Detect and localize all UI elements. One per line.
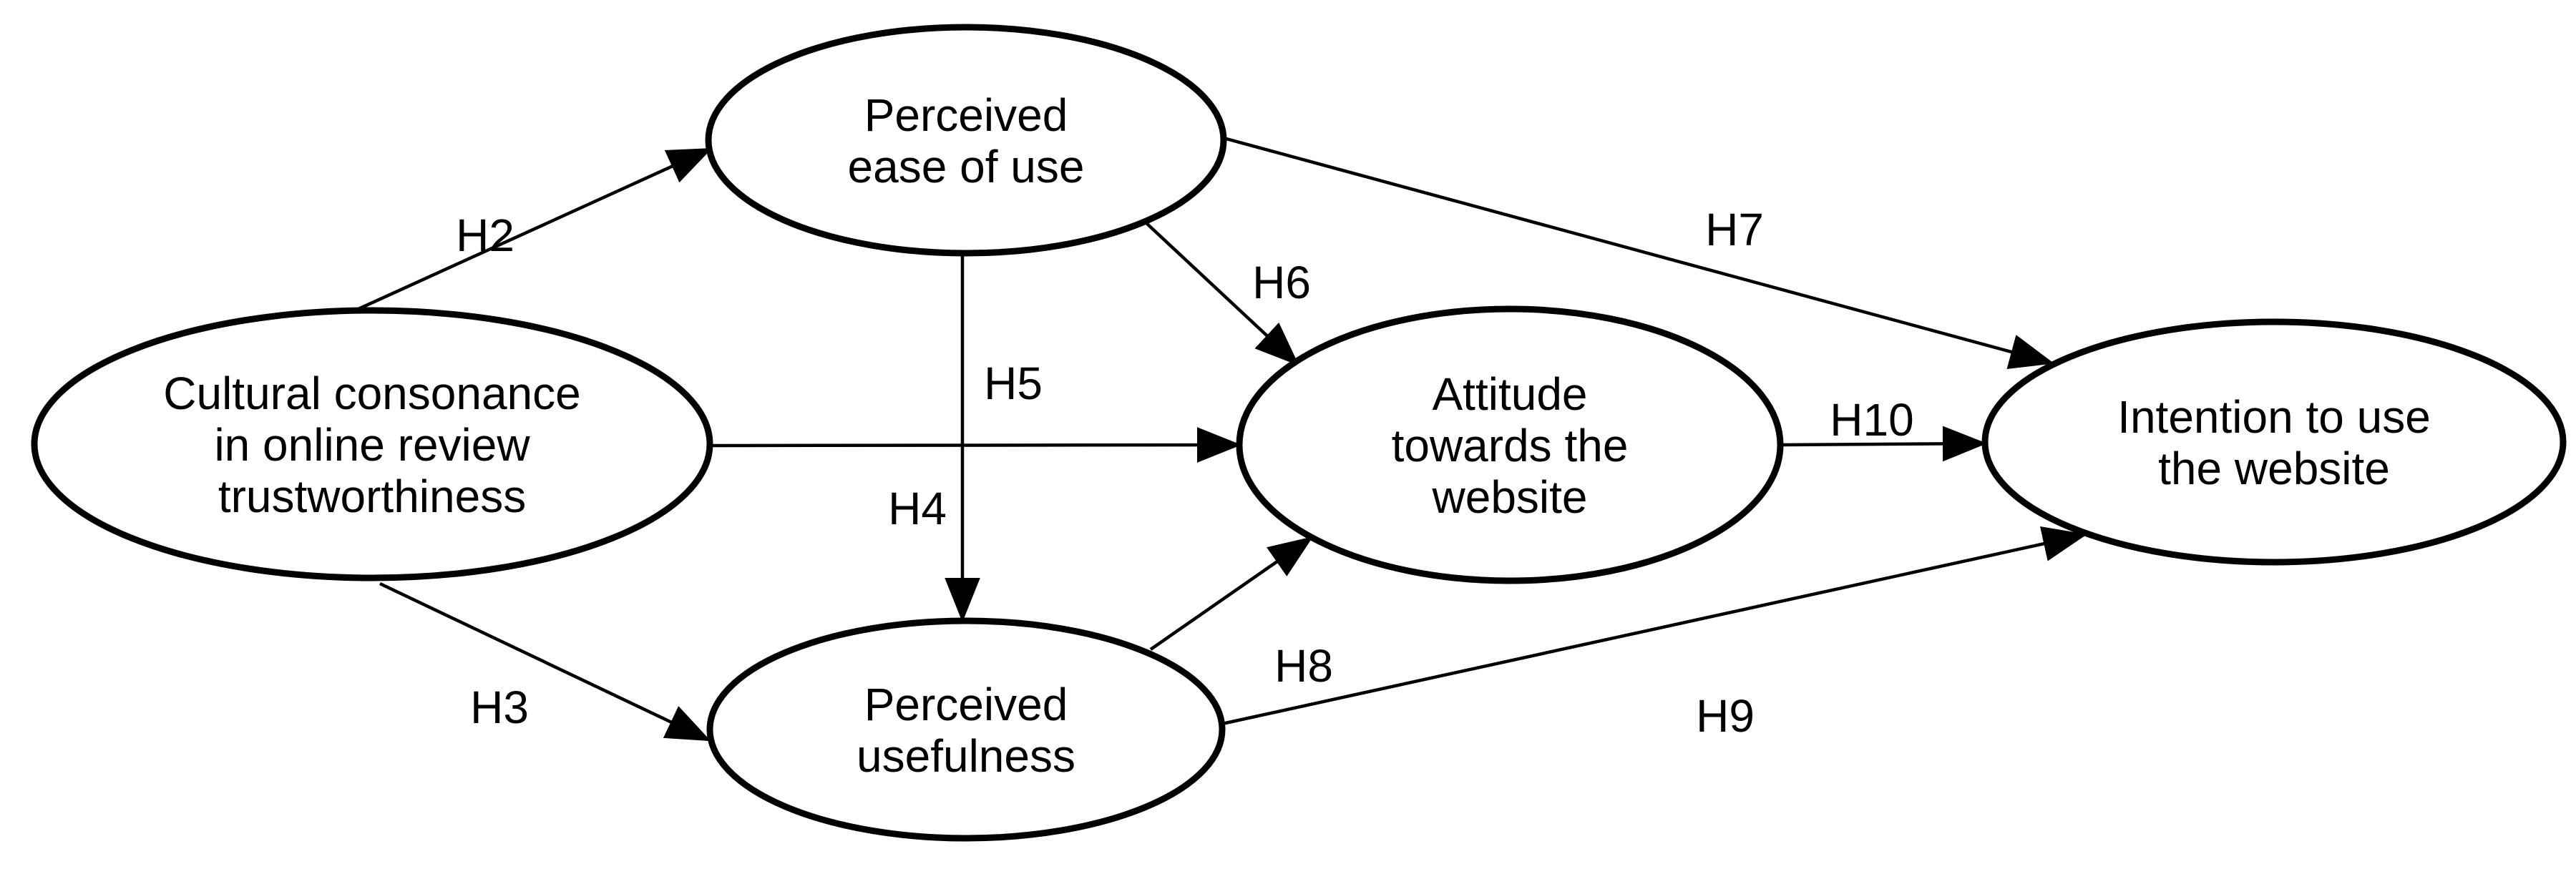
node-cultural-consonance: Cultural consonance in online review tru… [31, 307, 713, 581]
node-label-line: the website [2158, 443, 2390, 494]
edge-h5-cc-to-att [709, 427, 1241, 463]
node-ellipse-intention-to-use-website [1981, 318, 2567, 566]
node-label-line: Cultural consonance [163, 368, 580, 419]
node-ellipse-cultural-consonance [31, 307, 713, 581]
node-perceived-usefulness: Perceived usefulness [706, 617, 1226, 842]
node-label-line: website [1432, 471, 1588, 523]
edge-label-h7: H7 [1705, 204, 1764, 255]
node-label-line: usefulness [857, 730, 1075, 782]
node-label-line: Perceived [864, 679, 1068, 730]
node-attitude-towards-website: Attitude towards the website [1236, 305, 1784, 584]
edge-h8-pu-to-att [1149, 536, 1314, 651]
node-ellipse-perceived-usefulness [706, 617, 1226, 842]
node-ellipse-perceived-ease-of-use [705, 24, 1227, 257]
edge-h7-peou-to-int [1223, 136, 2054, 369]
edge-h10-att-to-int [1780, 426, 1987, 462]
edge-label-h5: H5 [984, 358, 1043, 409]
edge-label-h3: H3 [470, 682, 529, 733]
node-label-line: Perceived [864, 89, 1068, 141]
edge-h6-peou-to-att [1144, 221, 1299, 366]
edge-h9-pu-to-int [1221, 526, 2087, 726]
edge-label-h8: H8 [1274, 640, 1333, 692]
edge-label-h10: H10 [1830, 394, 1913, 446]
node-label-line: Attitude [1432, 368, 1587, 420]
node-intention-to-use-website: Intention to use the website [1981, 318, 2567, 566]
edge-label-h9: H9 [1696, 690, 1755, 742]
node-label-line: towards the [1392, 420, 1629, 471]
edge-label-h4: H4 [888, 483, 947, 534]
node-perceived-ease-of-use: Perceived ease of use [705, 24, 1227, 257]
edge-h3-cc-to-pu [379, 581, 711, 742]
node-label-line: in online review [214, 419, 530, 471]
node-ellipse-attitude-towards-website [1236, 305, 1784, 584]
edge-h2-cc-to-peou [351, 147, 713, 314]
edge-label-h2: H2 [456, 210, 514, 261]
node-label-line: Intention to use [2117, 391, 2431, 443]
node-label-line: trustworthiness [218, 471, 526, 522]
edge-label-h6: H6 [1252, 257, 1311, 308]
node-label-line: ease of use [848, 141, 1085, 192]
